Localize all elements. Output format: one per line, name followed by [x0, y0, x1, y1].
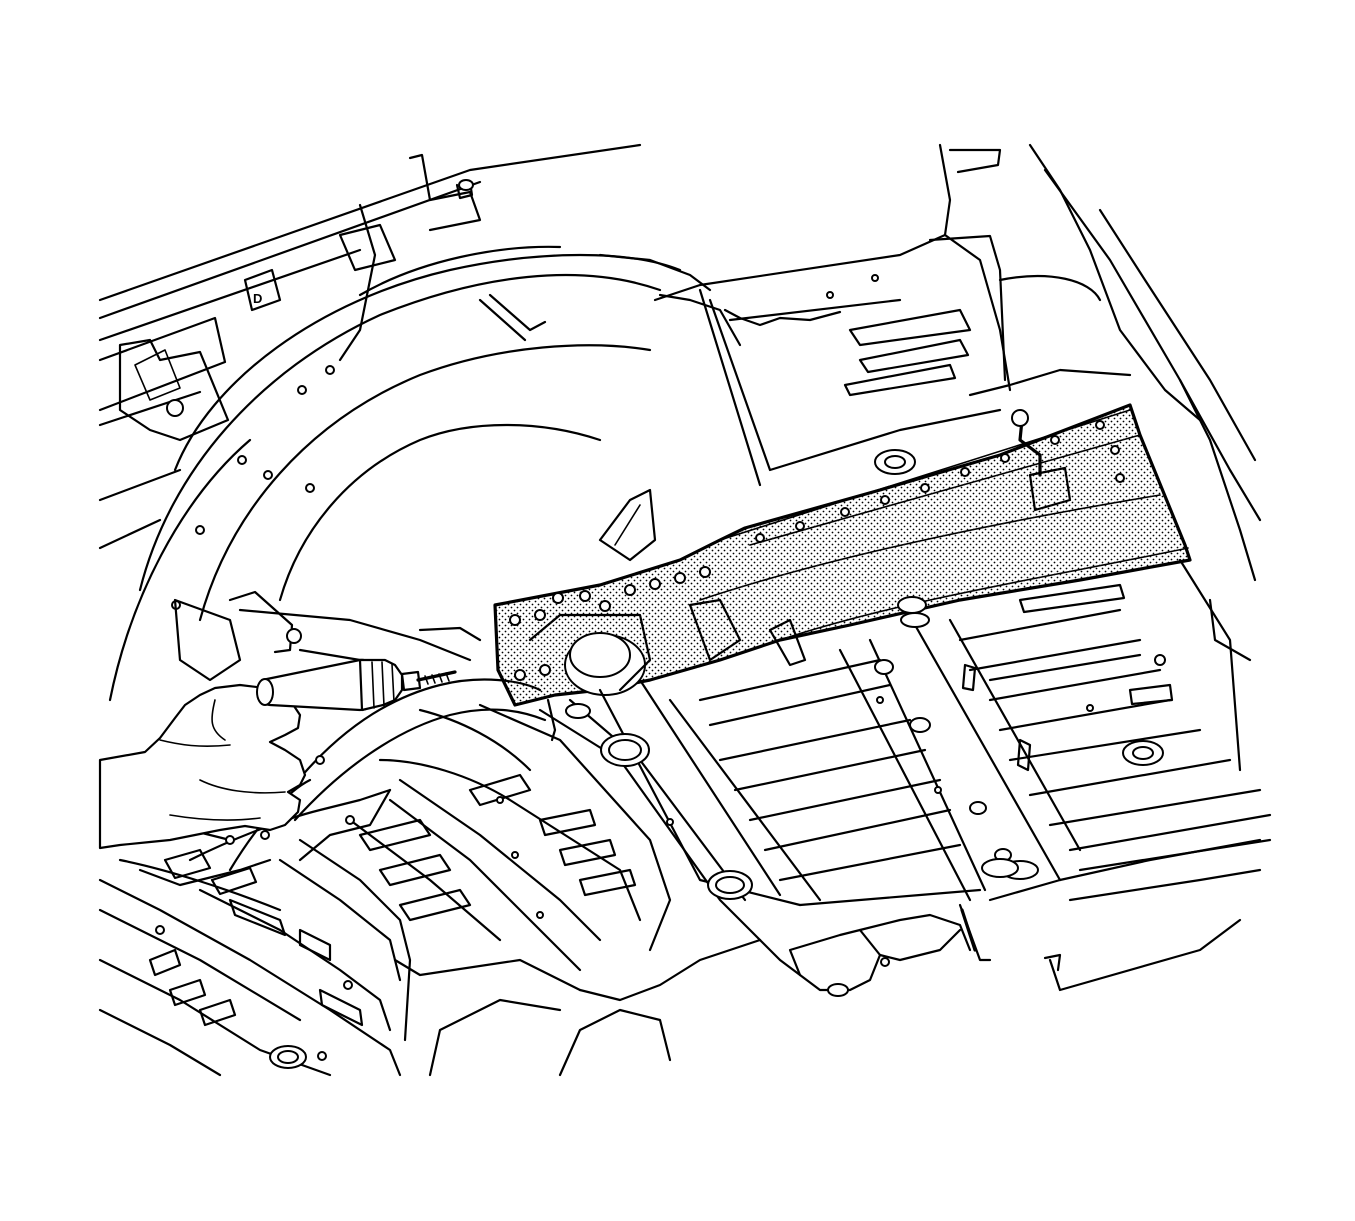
lower-left-structure: [98, 808, 762, 1077]
center-tunnel: [348, 698, 762, 972]
upper-body-structure: D: [98, 143, 642, 550]
lower-brackets: [758, 903, 992, 997]
hand-holding-drill: [98, 658, 457, 850]
rear-floor-upper: [653, 143, 1262, 582]
part-marker-d: D: [253, 291, 262, 306]
highlighted-rail-section: [493, 403, 1192, 707]
floor-pan: [598, 558, 1272, 992]
rail-fastener-holes: [509, 420, 1125, 681]
hand-icon: [98, 683, 307, 850]
